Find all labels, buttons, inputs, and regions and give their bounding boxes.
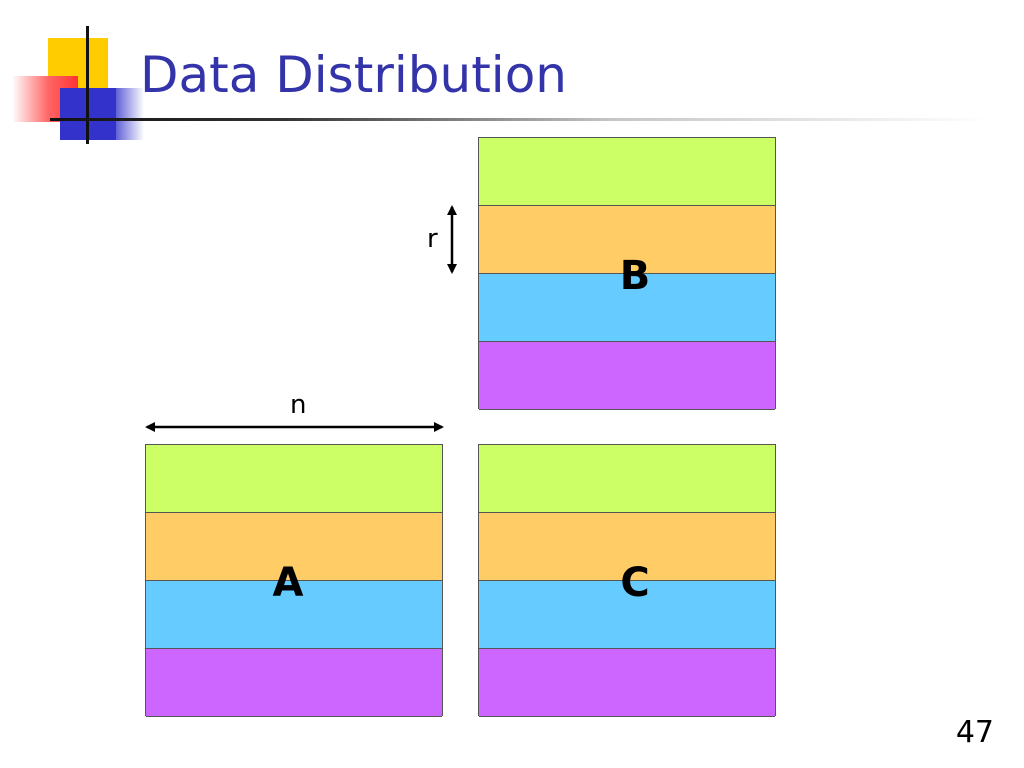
- matrix-b-band-4: [479, 342, 775, 410]
- matrix-c-band-2: [479, 513, 775, 581]
- matrix-b-band-3: [479, 274, 775, 342]
- matrix-a-band-1: [146, 445, 442, 513]
- matrix-c-band-4: [479, 649, 775, 717]
- matrix-c: C: [478, 444, 776, 717]
- r-dimension-label: r: [427, 224, 438, 254]
- matrix-c-band-1: [479, 445, 775, 513]
- matrix-a-band-4: [146, 649, 442, 717]
- matrix-a-label: A: [272, 560, 304, 606]
- matrix-c-band-3: [479, 581, 775, 649]
- matrix-a-band-2: [146, 513, 442, 581]
- title-decoration-vertical-line: [86, 26, 89, 144]
- matrix-b-band-1: [479, 138, 775, 206]
- matrix-b-label: B: [619, 253, 651, 299]
- matrix-c-label: C: [620, 560, 650, 606]
- page-number: 47: [955, 715, 994, 750]
- matrix-a-band-3: [146, 581, 442, 649]
- matrix-a: A: [145, 444, 443, 717]
- slide-title: Data Distribution: [140, 46, 567, 104]
- n-dimension-label: n: [290, 390, 307, 420]
- title-underline: [50, 118, 990, 121]
- title-decoration-blue-fade: [108, 88, 144, 140]
- matrix-b: B: [478, 137, 776, 410]
- matrix-b-band-2: [479, 206, 775, 274]
